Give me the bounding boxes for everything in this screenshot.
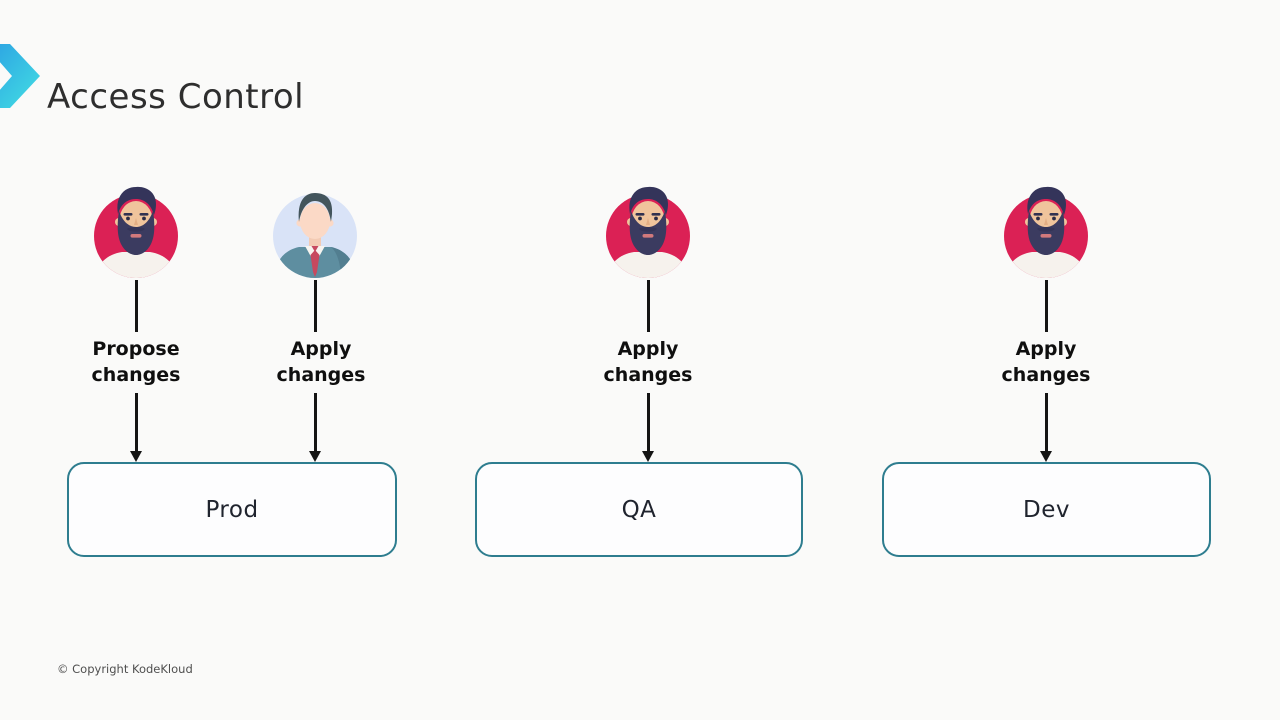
arrow-shaft	[646, 393, 650, 451]
arrowhead-icon	[1040, 451, 1052, 462]
arrow-shaft	[1044, 393, 1048, 451]
actor-column-prod-proposer: Propose changes	[56, 184, 216, 462]
chevron-right-icon	[0, 44, 40, 108]
env-box-dev: Dev	[882, 462, 1211, 557]
action-label: Apply changes	[1001, 338, 1091, 386]
actor-column-qa: Apply changes	[568, 184, 728, 462]
page-title: Access Control	[47, 76, 305, 117]
env-label: Prod	[205, 496, 259, 523]
env-label: Dev	[1023, 496, 1070, 523]
env-label: QA	[621, 496, 657, 523]
arrow-shaft	[313, 393, 317, 451]
env-box-prod: Prod	[67, 462, 397, 557]
arrowhead-icon	[130, 451, 142, 462]
arrowhead-icon	[642, 451, 654, 462]
down-arrow	[130, 393, 142, 462]
action-label: Apply changes	[276, 338, 366, 386]
connector-line	[1044, 280, 1048, 332]
actor-column-prod-approver: Apply changes	[235, 184, 395, 462]
bearded-man-avatar-icon	[1000, 184, 1092, 280]
down-arrow	[309, 393, 321, 462]
action-label: Apply changes	[603, 338, 693, 386]
actor-column-dev: Apply changes	[966, 184, 1126, 462]
connector-line	[646, 280, 650, 332]
arrow-shaft	[134, 393, 138, 451]
connector-line	[134, 280, 138, 332]
connector-line	[313, 280, 317, 332]
env-box-qa: QA	[475, 462, 803, 557]
bearded-man-avatar-icon	[602, 184, 694, 280]
action-label: Propose changes	[91, 338, 181, 386]
down-arrow	[642, 393, 654, 462]
copyright-text: © Copyright KodeKloud	[57, 662, 193, 676]
down-arrow	[1040, 393, 1052, 462]
bearded-man-avatar-icon	[90, 184, 182, 280]
business-man-avatar-icon	[269, 184, 361, 280]
arrowhead-icon	[309, 451, 321, 462]
